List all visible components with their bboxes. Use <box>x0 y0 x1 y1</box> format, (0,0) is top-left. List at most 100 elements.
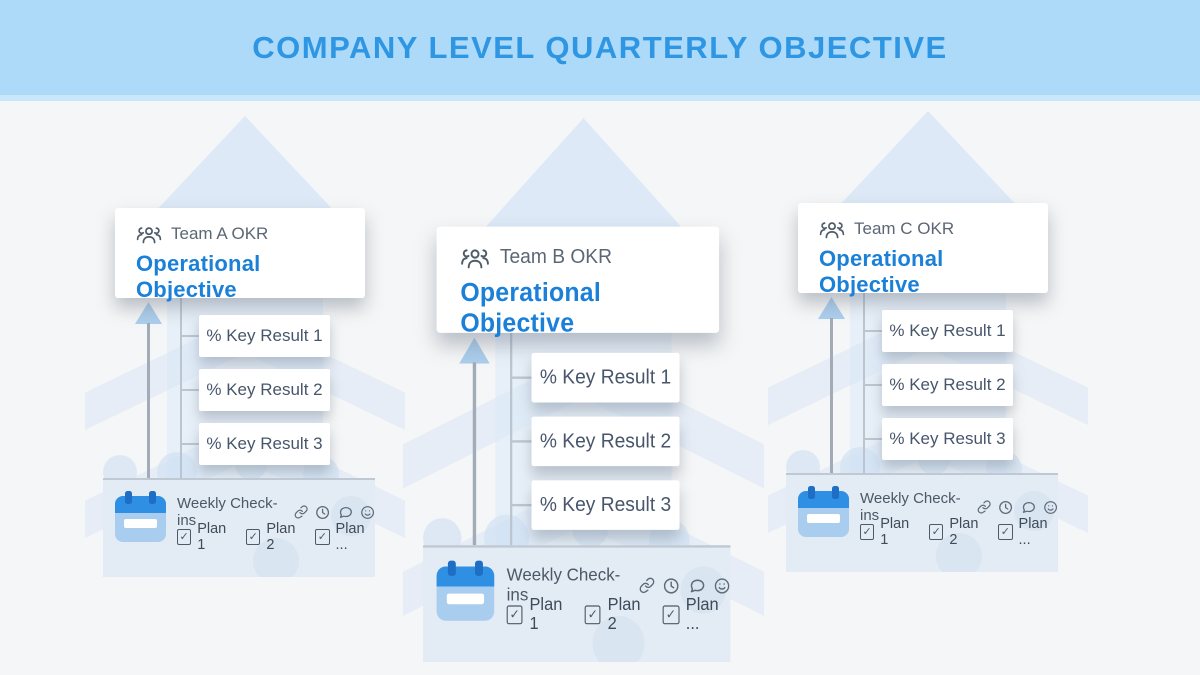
plan-checkbox[interactable]: ✓ <box>860 524 875 540</box>
objective-title: Operational Objective <box>819 246 944 297</box>
up-arrow-stem <box>472 362 477 546</box>
key-result-box: % Key Result 3 <box>199 423 330 465</box>
plan-item: ✓ Plan ... <box>662 595 730 634</box>
weekly-checkins-label: Weekly Check-ins <box>860 490 961 524</box>
objective-title: Operational Objective <box>460 277 601 338</box>
team-people-icon <box>136 226 162 243</box>
connector-stub <box>863 384 883 386</box>
background-arrow-triangle <box>479 118 688 234</box>
up-arrow-icon <box>135 302 162 324</box>
connector-stub <box>863 438 883 440</box>
up-arrow-icon <box>459 337 490 364</box>
team-c-column: Team C OKR Operational Objective % Key R… <box>768 105 1088 585</box>
plan-checkbox[interactable]: ✓ <box>506 605 523 625</box>
team-people-icon <box>819 221 845 238</box>
clock-icon[interactable] <box>998 499 1013 516</box>
key-result-box: % Key Result 2 <box>882 364 1013 406</box>
team-okr-label: Team C OKR <box>854 219 955 238</box>
weekly-checkins-panel: Weekly Check-ins ✓ Plan 1 ✓ Plan 2 ✓ Pla… <box>786 473 1058 572</box>
plan-item: ✓ Plan ... <box>998 516 1058 548</box>
team-c-okr-card: Team C OKR Operational Objective <box>798 203 1048 297</box>
team-a-okr-card: Team A OKR Operational Objective <box>115 208 365 302</box>
plan-label: Plan 2 <box>607 595 641 634</box>
team-okr-label: Team A OKR <box>171 224 269 243</box>
calendar-icon <box>115 491 167 543</box>
plan-item: ✓ Plan 2 <box>929 516 985 548</box>
plan-checkbox[interactable]: ✓ <box>584 605 601 625</box>
decor-dot <box>331 496 371 536</box>
plan-label: Plan ... <box>1018 516 1048 548</box>
plan-item: ✓ Plan 1 <box>860 516 916 548</box>
team-people-icon <box>461 248 489 268</box>
clock-icon[interactable] <box>663 575 680 595</box>
connector-stub <box>180 443 200 445</box>
background-arrow-triangle <box>153 116 337 214</box>
plan-label: Plan 1 <box>880 516 910 548</box>
connector-stub <box>510 376 533 379</box>
link-icon[interactable] <box>294 504 308 520</box>
key-result-box: % Key Result 1 <box>882 310 1013 352</box>
up-arrow-stem <box>147 323 150 478</box>
plan-checkbox[interactable]: ✓ <box>998 524 1013 540</box>
plan-item: ✓ Plan 1 <box>506 595 570 634</box>
plan-item: ✓ Plan 2 <box>246 521 302 553</box>
plan-checkbox[interactable]: ✓ <box>177 529 192 545</box>
key-result-box: % Key Result 3 <box>882 418 1013 460</box>
link-icon[interactable] <box>977 499 991 515</box>
plan-checkbox[interactable]: ✓ <box>662 605 680 625</box>
comment-icon[interactable] <box>688 575 705 595</box>
plan-label: Plan 2 <box>266 521 296 553</box>
decor-dot <box>1014 491 1054 531</box>
team-b-okr-card: Team B OKR Operational Objective <box>436 226 720 338</box>
plan-checkbox[interactable]: ✓ <box>315 529 330 545</box>
smiley-icon[interactable] <box>360 504 375 521</box>
key-result-box: % Key Result 1 <box>199 315 330 357</box>
plan-item: ✓ Plan ... <box>315 521 375 553</box>
plan-label: Plan ... <box>685 595 719 634</box>
smiley-icon[interactable] <box>713 575 730 595</box>
comment-icon[interactable] <box>1021 499 1036 516</box>
up-arrow-icon <box>818 297 845 319</box>
plan-label: Plan 1 <box>197 521 227 553</box>
weekly-checkins-panel: Weekly Check-ins ✓ Plan 1 ✓ Plan 2 ✓ Pla… <box>103 478 375 577</box>
plan-label: Plan 2 <box>949 516 979 548</box>
key-result-box: % Key Result 2 <box>531 416 680 467</box>
calendar-icon <box>436 560 496 622</box>
comment-icon[interactable] <box>338 504 353 521</box>
plan-item: ✓ Plan 1 <box>177 521 233 553</box>
decor-dot <box>936 533 982 572</box>
connector-stub <box>863 330 883 332</box>
team-b-column: Team B OKR Operational Objective % Key R… <box>402 111 765 675</box>
background-arrow-triangle <box>836 111 1020 209</box>
connector-stub <box>180 389 200 391</box>
plan-checkbox[interactable]: ✓ <box>246 529 261 545</box>
connector-stub <box>510 440 533 443</box>
key-result-box: % Key Result 3 <box>531 480 680 530</box>
page-title: COMPANY LEVEL QUARTERLY OBJECTIVE <box>252 29 948 65</box>
connector-stub <box>510 503 533 507</box>
up-arrow-stem <box>830 318 833 473</box>
plan-item: ✓ Plan 2 <box>584 595 648 634</box>
calendar-icon <box>798 486 850 538</box>
plan-label: Plan ... <box>335 521 365 553</box>
objective-title: Operational Objective <box>136 251 261 302</box>
decor-dot <box>253 538 299 577</box>
weekly-checkins-panel: Weekly Check-ins ✓ Plan 1 ✓ Plan 2 ✓ Pla… <box>423 545 731 663</box>
connector-stub <box>180 335 200 337</box>
connector-line <box>510 332 513 546</box>
team-okr-label: Team B OKR <box>499 245 612 268</box>
weekly-checkins-label: Weekly Check-ins <box>506 565 621 606</box>
decor-dot <box>680 566 726 614</box>
connector-line <box>863 293 865 473</box>
link-icon[interactable] <box>639 576 655 595</box>
weekly-checkins-label: Weekly Check-ins <box>177 495 278 529</box>
key-result-box: % Key Result 1 <box>531 352 680 403</box>
plan-checkbox[interactable]: ✓ <box>929 524 944 540</box>
key-result-box: % Key Result 2 <box>199 369 330 411</box>
plan-label: Plan 1 <box>529 595 563 634</box>
clock-icon[interactable] <box>315 504 330 521</box>
smiley-icon[interactable] <box>1043 499 1058 516</box>
connector-line <box>180 298 182 478</box>
decor-dot <box>592 616 645 663</box>
